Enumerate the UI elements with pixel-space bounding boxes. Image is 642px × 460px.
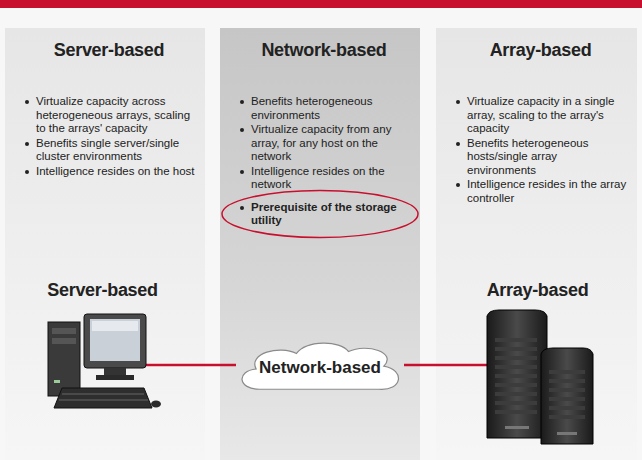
computer-illustration [40, 310, 165, 415]
bullet-point: Intelligence resides on the network [238, 165, 410, 192]
network-cloud-node: Network-based [236, 339, 404, 397]
illustration-label: Array-based [465, 280, 610, 301]
bullet-point: Virtualize capacity from any array, for … [238, 123, 410, 164]
highlight-ellipse [222, 191, 418, 238]
panel-heading: Server-based [23, 40, 195, 61]
bullet-point: Intelligence resides in the array contro… [454, 178, 627, 205]
network-link [165, 364, 236, 367]
bullet-point: Prerequisite of the storage utility [238, 201, 410, 228]
bullet-point: Intelligence resides on the host [23, 165, 195, 179]
category-panel: Server-basedVirtualize capacity across h… [5, 28, 205, 460]
panel-heading: Network-based [238, 40, 410, 61]
panel-heading: Array-based [454, 40, 627, 61]
bullet-point: Benefits heterogeneous hosts/single arra… [454, 137, 627, 178]
panel-ground [220, 28, 420, 460]
bullet-point: Virtualize capacity in a single array, s… [454, 95, 627, 136]
bullet-point: Benefits single server/single cluster en… [23, 137, 195, 164]
category-panel: Array-basedVirtualize capacity in a sing… [436, 28, 637, 460]
panel-ground [5, 28, 205, 460]
network-link [404, 364, 465, 367]
panel-ground [436, 28, 637, 460]
storage-array-illustration [465, 308, 610, 445]
bullet-point: Benefits heterogeneous environments [238, 95, 410, 122]
array-node: Array-based [465, 280, 610, 445]
cloud-label: Network-based [259, 358, 381, 378]
bullet-point: Virtualize capacity across heterogeneous… [23, 95, 195, 136]
top-bar [0, 0, 642, 8]
category-panel: Network-basedBenefits heterogeneous envi… [220, 28, 420, 460]
server-node: Server-based [40, 280, 165, 415]
illustration-label: Server-based [40, 280, 165, 301]
